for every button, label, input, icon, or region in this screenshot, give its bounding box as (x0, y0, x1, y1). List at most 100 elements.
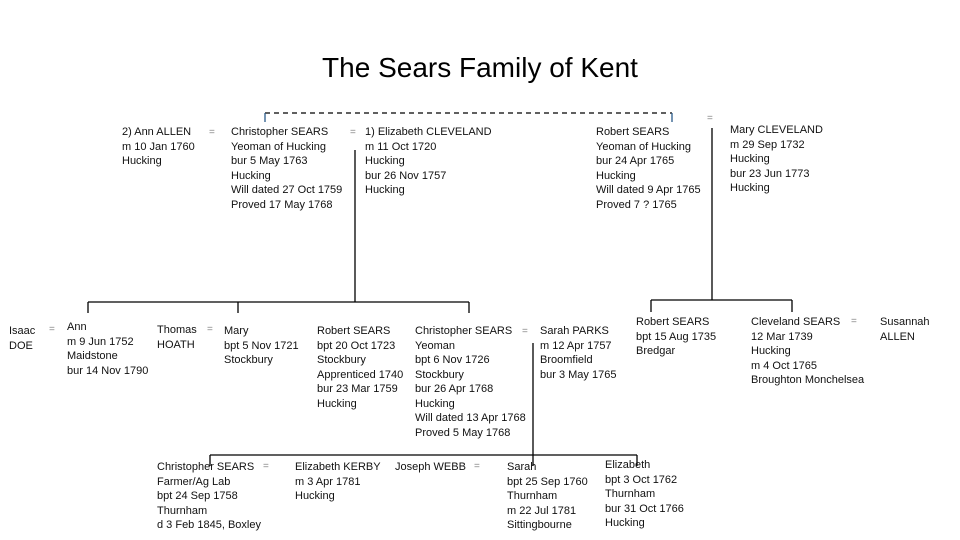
person-elizabeth-kerby: Elizabeth KERBY m 3 Apr 1781 Hucking (295, 460, 381, 504)
person-name: Joseph WEBB (395, 461, 466, 473)
person-detail: m 9 Jun 1752 (67, 335, 134, 348)
person-detail: Hucking (596, 169, 636, 182)
person-detail: Yeoman of Hucking (596, 140, 691, 153)
marriage-symbol: = (209, 127, 215, 138)
marriage-symbol: = (263, 461, 269, 472)
person-name: Isaac (9, 325, 36, 337)
person-detail: 12 Mar 1739 (751, 330, 813, 343)
person-ann-allen: 2) Ann ALLEN m 10 Jan 1760 Hucking (122, 125, 195, 169)
person-isaac-doe: Isaac DOE (9, 324, 35, 353)
person-name: Elizabeth (605, 459, 651, 471)
person-detail: bpt 3 Oct 1762 (605, 473, 678, 486)
person-detail: Hucking (415, 397, 455, 410)
person-detail: Hucking (751, 345, 791, 357)
person-detail: Will dated 27 Oct 1759 (231, 184, 343, 196)
person-detail: Hucking (231, 169, 271, 182)
person-detail: Hucking (317, 397, 357, 410)
marriage-symbol: = (851, 316, 857, 327)
person-christopher-sears-sr: Christopher SEARS Yeoman of Hucking bur … (231, 125, 342, 212)
person-detail: Farmer/Ag Lab (157, 475, 231, 488)
person-thomas-hoath: Thomas HOATH (157, 323, 197, 352)
person-detail: Bredgar (636, 345, 676, 357)
person-elizabeth-cleveland: 1) Elizabeth CLEVELAND m 11 Oct 1720 Huc… (365, 125, 492, 198)
person-detail: bur 3 May 1765 (540, 368, 617, 381)
person-detail: Maidstone (67, 350, 118, 362)
person-detail: Will dated 13 Apr 1768 (415, 412, 526, 424)
person-name: Cleveland SEARS (751, 316, 841, 328)
person-detail: bur 26 Nov 1757 (365, 169, 447, 182)
person-name: Mary CLEVELAND (730, 124, 823, 136)
person-detail: Thurnham (157, 504, 208, 517)
person-name: Robert SEARS (636, 316, 710, 328)
person-name: ALLEN (880, 330, 915, 343)
person-name: Sarah (507, 461, 537, 473)
person-detail: m 3 Apr 1781 (295, 475, 361, 488)
person-detail: Hucking (295, 490, 335, 502)
person-detail: m 10 Jan 1760 (122, 140, 195, 153)
person-joseph-webb: Joseph WEBB (395, 460, 466, 475)
marriage-symbol: = (49, 324, 55, 335)
person-detail: bur 5 May 1763 (231, 155, 308, 167)
person-christopher-sears-1758: Christopher SEARS Farmer/Ag Lab bpt 24 S… (157, 460, 261, 533)
person-detail: m 29 Sep 1732 (730, 138, 805, 151)
person-robert-sears-1735: Robert SEARS bpt 15 Aug 1735 Bredgar (636, 315, 716, 359)
person-detail: bur 26 Apr 1768 (415, 383, 494, 395)
person-detail: Hucking (365, 184, 405, 196)
person-detail: bur 31 Oct 1766 (605, 502, 684, 515)
person-name: DOE (9, 339, 33, 352)
page-title: The Sears Family of Kent (322, 52, 638, 83)
person-detail: Hucking (365, 155, 405, 167)
marriage-symbol: = (707, 113, 713, 124)
person-sarah-parks: Sarah PARKS m 12 Apr 1757 Broomfield bur… (540, 324, 616, 382)
person-detail: Apprenticed 1740 (317, 368, 404, 381)
person-detail: Broughton Monchelsea (751, 374, 865, 386)
person-detail: bpt 15 Aug 1735 (636, 330, 717, 343)
person-detail: bpt 5 Nov 1721 (224, 339, 299, 352)
person-name: Robert SEARS (596, 126, 670, 138)
person-name: 1) Elizabeth CLEVELAND (365, 126, 492, 138)
person-detail: bur 23 Mar 1759 (317, 383, 398, 395)
person-detail: Broomfield (540, 354, 593, 366)
person-detail: Yeoman (415, 339, 455, 352)
person-detail: Stockbury (317, 354, 366, 366)
person-elizabeth: Elizabeth bpt 3 Oct 1762 Thurnham bur 31… (605, 458, 684, 531)
person-detail: Hucking (605, 517, 645, 529)
person-detail: Thurnham (605, 488, 656, 500)
person-sarah: Sarah bpt 25 Sep 1760 Thurnham m 22 Jul … (507, 460, 588, 533)
person-robert-sears-1723: Robert SEARS bpt 20 Oct 1723 Stockbury A… (317, 324, 403, 411)
person-detail: bpt 25 Sep 1760 (507, 475, 588, 488)
person-detail: m 11 Oct 1720 (365, 140, 437, 153)
person-detail: Stockbury (415, 368, 464, 381)
person-detail: bur 24 Apr 1765 (596, 155, 675, 167)
marriage-symbol: = (522, 326, 528, 337)
person-detail: bur 23 Jun 1773 (730, 167, 810, 180)
person-detail: Proved 7 ? 1765 (596, 198, 677, 211)
person-detail: Will dated 9 Apr 1765 (596, 184, 701, 196)
person-detail: m 22 Jul 1781 (507, 504, 577, 517)
person-detail: bpt 6 Nov 1726 (415, 354, 490, 366)
person-detail: bpt 24 Sep 1758 (157, 490, 238, 502)
person-name: Elizabeth KERBY (295, 461, 381, 473)
person-detail: Stockbury (224, 354, 273, 366)
person-detail: Thurnham (507, 490, 558, 502)
person-name: Christopher SEARS (157, 461, 255, 473)
person-detail: Hucking (730, 182, 770, 194)
person-cleveland-sears: Cleveland SEARS 12 Mar 1739 Hucking m 4 … (751, 315, 864, 388)
person-name: Christopher SEARS (415, 325, 513, 337)
person-name: Mary (224, 325, 249, 337)
person-mary-cleveland: Mary CLEVELAND m 29 Sep 1732 Hucking bur… (730, 123, 823, 196)
person-christopher-sears-1726: Christopher SEARS Yeoman bpt 6 Nov 1726 … (415, 324, 526, 440)
person-detail: Hucking (122, 155, 162, 167)
person-detail: Proved 17 May 1768 (231, 198, 333, 211)
person-detail: Proved 5 May 1768 (415, 426, 511, 439)
person-detail: m 4 Oct 1765 (751, 359, 818, 372)
person-detail: bur 14 Nov 1790 (67, 364, 149, 377)
person-mary: Mary bpt 5 Nov 1721 Stockbury (224, 324, 299, 368)
marriage-symbol: = (350, 127, 356, 138)
person-name: 2) Ann ALLEN (122, 126, 192, 138)
person-name: Sarah PARKS (540, 325, 609, 337)
person-detail: d 3 Feb 1845, Boxley (157, 519, 261, 531)
person-ann: Ann m 9 Jun 1752 Maidstone bur 14 Nov 17… (67, 320, 148, 378)
